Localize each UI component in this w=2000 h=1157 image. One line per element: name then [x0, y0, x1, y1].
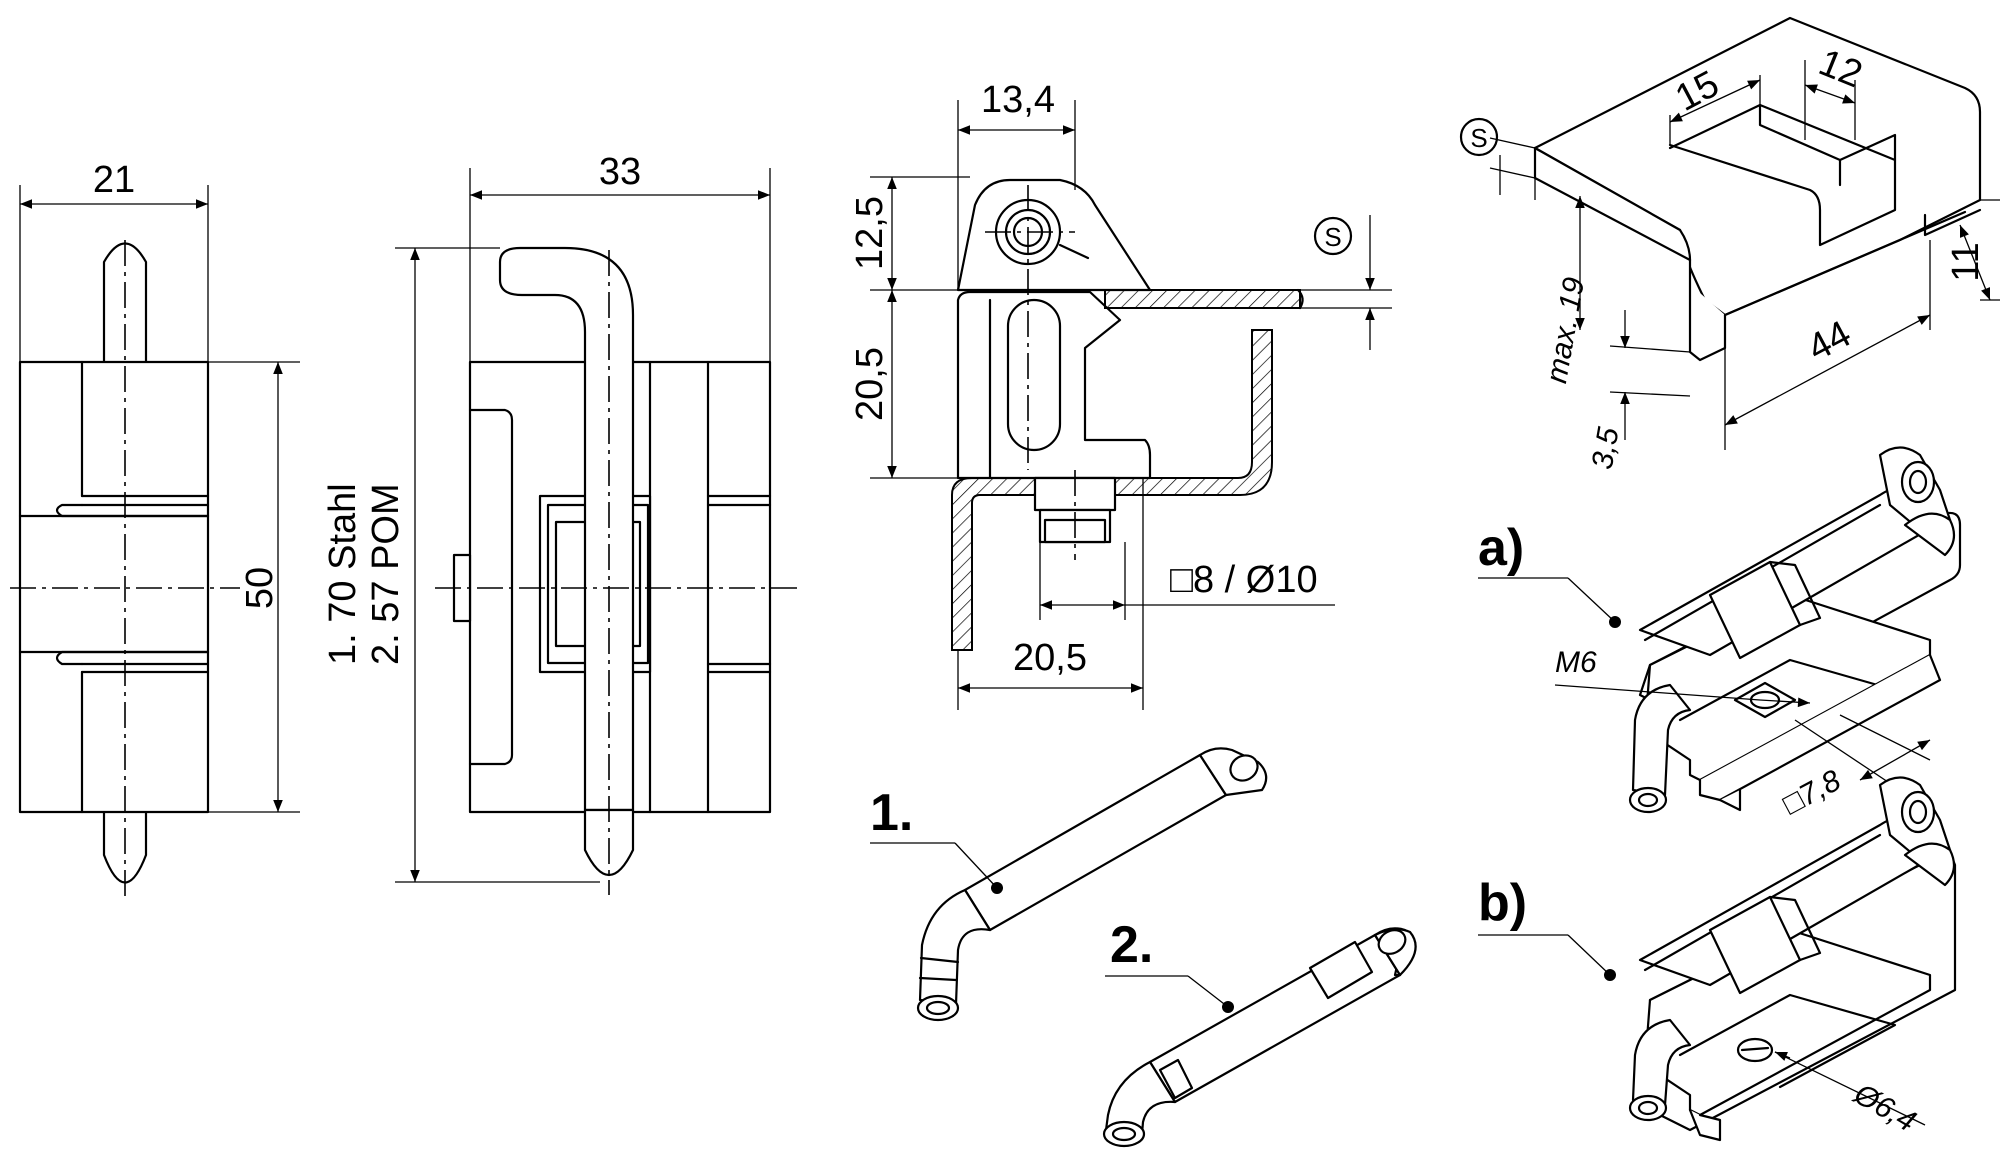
- material-item-2: 2. 57 POM: [365, 483, 407, 665]
- callout-pin-pom: 2.: [1110, 916, 1153, 974]
- iso-dimension-3-5: 3,5: [1586, 425, 1626, 472]
- section-view: 13,4 12,5 20,5 20,5 □8 / Ø10 S: [849, 79, 1392, 710]
- dimension-section-drive: □8 / Ø10: [1170, 559, 1318, 601]
- front-view: 21 50: [10, 159, 300, 900]
- dimension-front-width: 21: [93, 159, 135, 201]
- iso-dimension-44: 44: [1801, 313, 1858, 370]
- iso-dimension-11: 11: [1945, 242, 1987, 281]
- pin-steel-isometric: 1.: [870, 747, 1268, 1022]
- dimension-section-h1: 12,5: [849, 196, 891, 270]
- dimension-section-h2: 20,5: [849, 347, 891, 421]
- dimension-front-height: 50: [239, 567, 281, 609]
- iso-dimension-s: S: [1470, 123, 1487, 153]
- callout-pin-steel: 1.: [870, 784, 913, 842]
- variant-a-thread: M6: [1555, 646, 1597, 679]
- side-view: 33 1. 70 Stahl 2. 57 POM: [322, 151, 800, 895]
- material-item-1: 1. 70 Stahl: [322, 483, 364, 665]
- iso-dimension-max19: max. 19: [1540, 275, 1591, 386]
- dimension-section-width-bottom: 20,5: [1013, 637, 1087, 679]
- callout-variant-b: b): [1478, 874, 1527, 932]
- variant-b-hole: Ø6,4: [1848, 1077, 1922, 1139]
- isometric-dimension-view: 15 12 11 44 max. 19 3,5 S: [1459, 16, 2000, 472]
- dimension-section-width-top: 13,4: [981, 79, 1055, 121]
- dimension-side-width: 33: [599, 151, 641, 193]
- pin-pom-isometric: 2.: [1102, 916, 1417, 1148]
- variant-a-isometric: M6 □7,8 a): [1478, 446, 1962, 821]
- variant-b-isometric: Ø6,4 b): [1478, 776, 1957, 1142]
- callout-variant-a: a): [1478, 519, 1524, 577]
- variant-a-square: □7,8: [1778, 764, 1847, 821]
- dimension-material-thickness: S: [1324, 222, 1341, 252]
